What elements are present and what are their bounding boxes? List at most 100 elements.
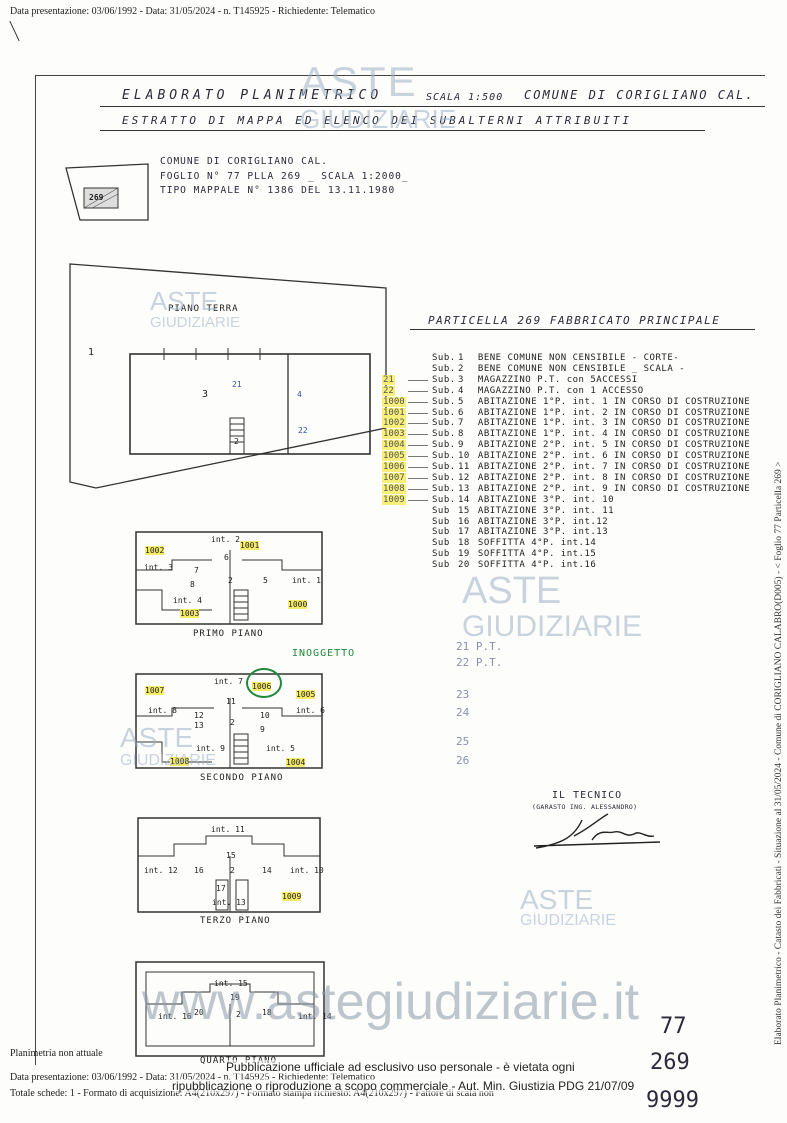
- map-parcel-label: 269: [89, 193, 104, 202]
- pencil-note-4: 24: [456, 706, 470, 719]
- particella-underline: [410, 329, 755, 330]
- sub-mark: 1003: [382, 429, 406, 440]
- primo-s5: 5: [263, 576, 268, 585]
- particella-title: PARTICELLA 269 FABBRICATO PRINCIPALE: [428, 314, 721, 327]
- piano-terra-stair: 2: [234, 437, 239, 446]
- sub-mark-arrow: [408, 488, 428, 490]
- watermark-aste-right: ASTE: [520, 884, 594, 915]
- sub-prefix: Sub.: [432, 374, 456, 385]
- sub-prefix: Sub.: [432, 353, 456, 363]
- map-extract-shape: [65, 163, 149, 221]
- map-info-comune: COMUNE DI CORIGLIANO CAL.: [160, 156, 328, 167]
- sub-mark: 1007: [382, 472, 406, 483]
- sub-description: SOFFITTA 4°P. int.16: [477, 560, 597, 571]
- sub-mark: 1002: [382, 418, 406, 429]
- sub-row: Sub.8 ABITAZIONE 1°P. int. 4 IN CORSO DI…: [432, 429, 750, 439]
- secondo-m1006: 1006: [252, 682, 272, 691]
- secondo-s10: 10: [260, 711, 270, 720]
- sub-number: 15: [458, 505, 470, 516]
- sub-mark-arrow: [408, 445, 428, 447]
- sub-prefix: Sub.: [432, 418, 456, 429]
- quarto-s19: 19: [230, 993, 240, 1002]
- sub-row: Sub.2 BENE COMUNE NON CENSIBILE _ SCALA …: [432, 364, 685, 374]
- terzo-piano-outline: [137, 817, 321, 913]
- sub-prefix: Sub.: [432, 472, 456, 483]
- piano-terra-room: 3: [202, 389, 209, 400]
- quarto-s2: 2: [236, 1010, 241, 1019]
- sub-number: 20: [458, 560, 470, 571]
- sub-number: 7: [458, 418, 464, 429]
- sub-prefix: Sub.: [432, 385, 456, 396]
- sub-prefix: Sub: [432, 538, 450, 549]
- piano-terra-lot: 1: [88, 347, 95, 358]
- primo-s6: 6: [224, 553, 229, 562]
- sub-description: ABITAZIONE 1°P. int. 2 IN CORSO DI COSTR…: [477, 407, 751, 418]
- sub-number: 8: [458, 429, 464, 440]
- sub-description: ABITAZIONE 2°P. int. 7 IN CORSO DI COSTR…: [477, 462, 751, 472]
- sub-number: 16: [458, 516, 470, 527]
- tecnico-signature: [533, 813, 661, 849]
- sub-row: Sub.7 ABITAZIONE 1°P. int. 3 IN CORSO DI…: [432, 418, 750, 428]
- terzo-s15: 15: [226, 851, 236, 860]
- primo-m1000: 1000: [288, 600, 308, 609]
- sub-number: 4: [458, 385, 464, 396]
- sub-row: Sub.1 BENE COMUNE NON CENSIBILE - CORTE-: [432, 353, 679, 363]
- sub-description: BENE COMUNE NON CENSIBILE _ SCALA -: [477, 363, 686, 374]
- watermark-giudiziarie-low: GIUDIZIARIE: [120, 752, 217, 769]
- sub-row: Sub.6 ABITAZIONE 1°P. int. 2 IN CORSO DI…: [432, 408, 750, 418]
- secondo-s9: 9: [260, 725, 265, 734]
- inoggetto-label: INOGGETTO: [292, 648, 356, 659]
- primo-m1002: 1002: [145, 546, 165, 555]
- primo-piano-outline: [135, 531, 323, 625]
- secondo-m1005: 1005: [296, 690, 316, 699]
- sub-number: 3: [458, 374, 464, 385]
- header-line: Data presentazione: 03/06/1992 - Data: 3…: [10, 6, 375, 17]
- watermark-aste-mid: ASTE: [462, 570, 562, 612]
- sub-number: 6: [458, 407, 464, 418]
- terzo-s14: 14: [262, 866, 272, 875]
- sub-number: 5: [458, 396, 464, 407]
- sub-row: Sub.13 ABITAZIONE 2°P. int. 9 IN CORSO D…: [432, 484, 750, 494]
- side-caption: Elaborato Planimetrico - Catasto dei Fab…: [774, 461, 784, 1045]
- frame-left: [35, 75, 36, 1065]
- sub-row: Sub.14 ABITAZIONE 3°P. int. 10: [432, 495, 614, 505]
- sub-mark: 1005: [382, 451, 406, 462]
- secondo-int7: int. 7: [214, 677, 243, 686]
- terzo-int13: int. 13: [212, 898, 246, 907]
- piano-terra-22: 22: [298, 426, 308, 435]
- sub-row: Sub.4 MAGAZZINO P.T. con 1 ACCESSO: [432, 386, 644, 396]
- document-subtitle: ESTRATTO DI MAPPA ED ELENCO DEI SUBALTER…: [122, 114, 632, 127]
- footer-publication-1: Pubblicazione ufficiale ad esclusivo uso…: [226, 1060, 575, 1074]
- footer-line1: Data presentazione: 03/06/1992 - Data: 3…: [10, 1072, 375, 1083]
- sub-prefix: Sub.: [432, 440, 456, 451]
- sub-number: 14: [458, 494, 470, 505]
- sub-number: 12: [458, 472, 470, 483]
- terzo-m1009: 1009: [282, 892, 302, 901]
- sub-mark: 22: [382, 385, 395, 396]
- secondo-s12: 12: [194, 711, 204, 720]
- sub-prefix: Sub.: [432, 396, 456, 407]
- sub-number: 18: [458, 538, 470, 549]
- sub-description: ABITAZIONE 3°P. int. 11: [477, 505, 615, 516]
- pencil-note-5: 25: [456, 735, 470, 748]
- hand-number-9999: 9999: [646, 1088, 699, 1113]
- primo-piano-label: PRIMO PIANO: [193, 629, 264, 639]
- watermark-aste-low: ASTE: [120, 722, 194, 753]
- sub-mark-arrow: [408, 499, 428, 501]
- footer-line2: Totale schede: 1 - Formato di acquisizio…: [10, 1088, 494, 1099]
- sub-row: Sub.12 ABITAZIONE 2°P. int. 8 IN CORSO D…: [432, 473, 750, 483]
- primo-m1001: 1001: [240, 541, 260, 550]
- sub-mark-arrow: [408, 423, 428, 425]
- terzo-s17: 17: [216, 884, 226, 893]
- primo-int4: int. 4: [173, 596, 202, 605]
- sub-prefix: Sub: [432, 560, 450, 571]
- sub-prefix: Sub: [432, 527, 450, 538]
- terzo-int10: int. 10: [290, 866, 324, 875]
- sub-row: Sub.3 MAGAZZINO P.T. con 5ACCESSI: [432, 375, 638, 385]
- footer-publication-2: ripubblicazione o riproduzione a scopo c…: [172, 1079, 635, 1093]
- sub-description: SOFFITTA 4°P. int.14: [477, 538, 597, 549]
- terzo-int11: int. 11: [211, 825, 245, 834]
- watermark-aste-top: ASTE: [300, 58, 418, 105]
- sub-row: Sub.9 ABITAZIONE 2°P. int. 5 IN CORSO DI…: [432, 440, 750, 450]
- pencil-note-6: 26: [456, 754, 470, 767]
